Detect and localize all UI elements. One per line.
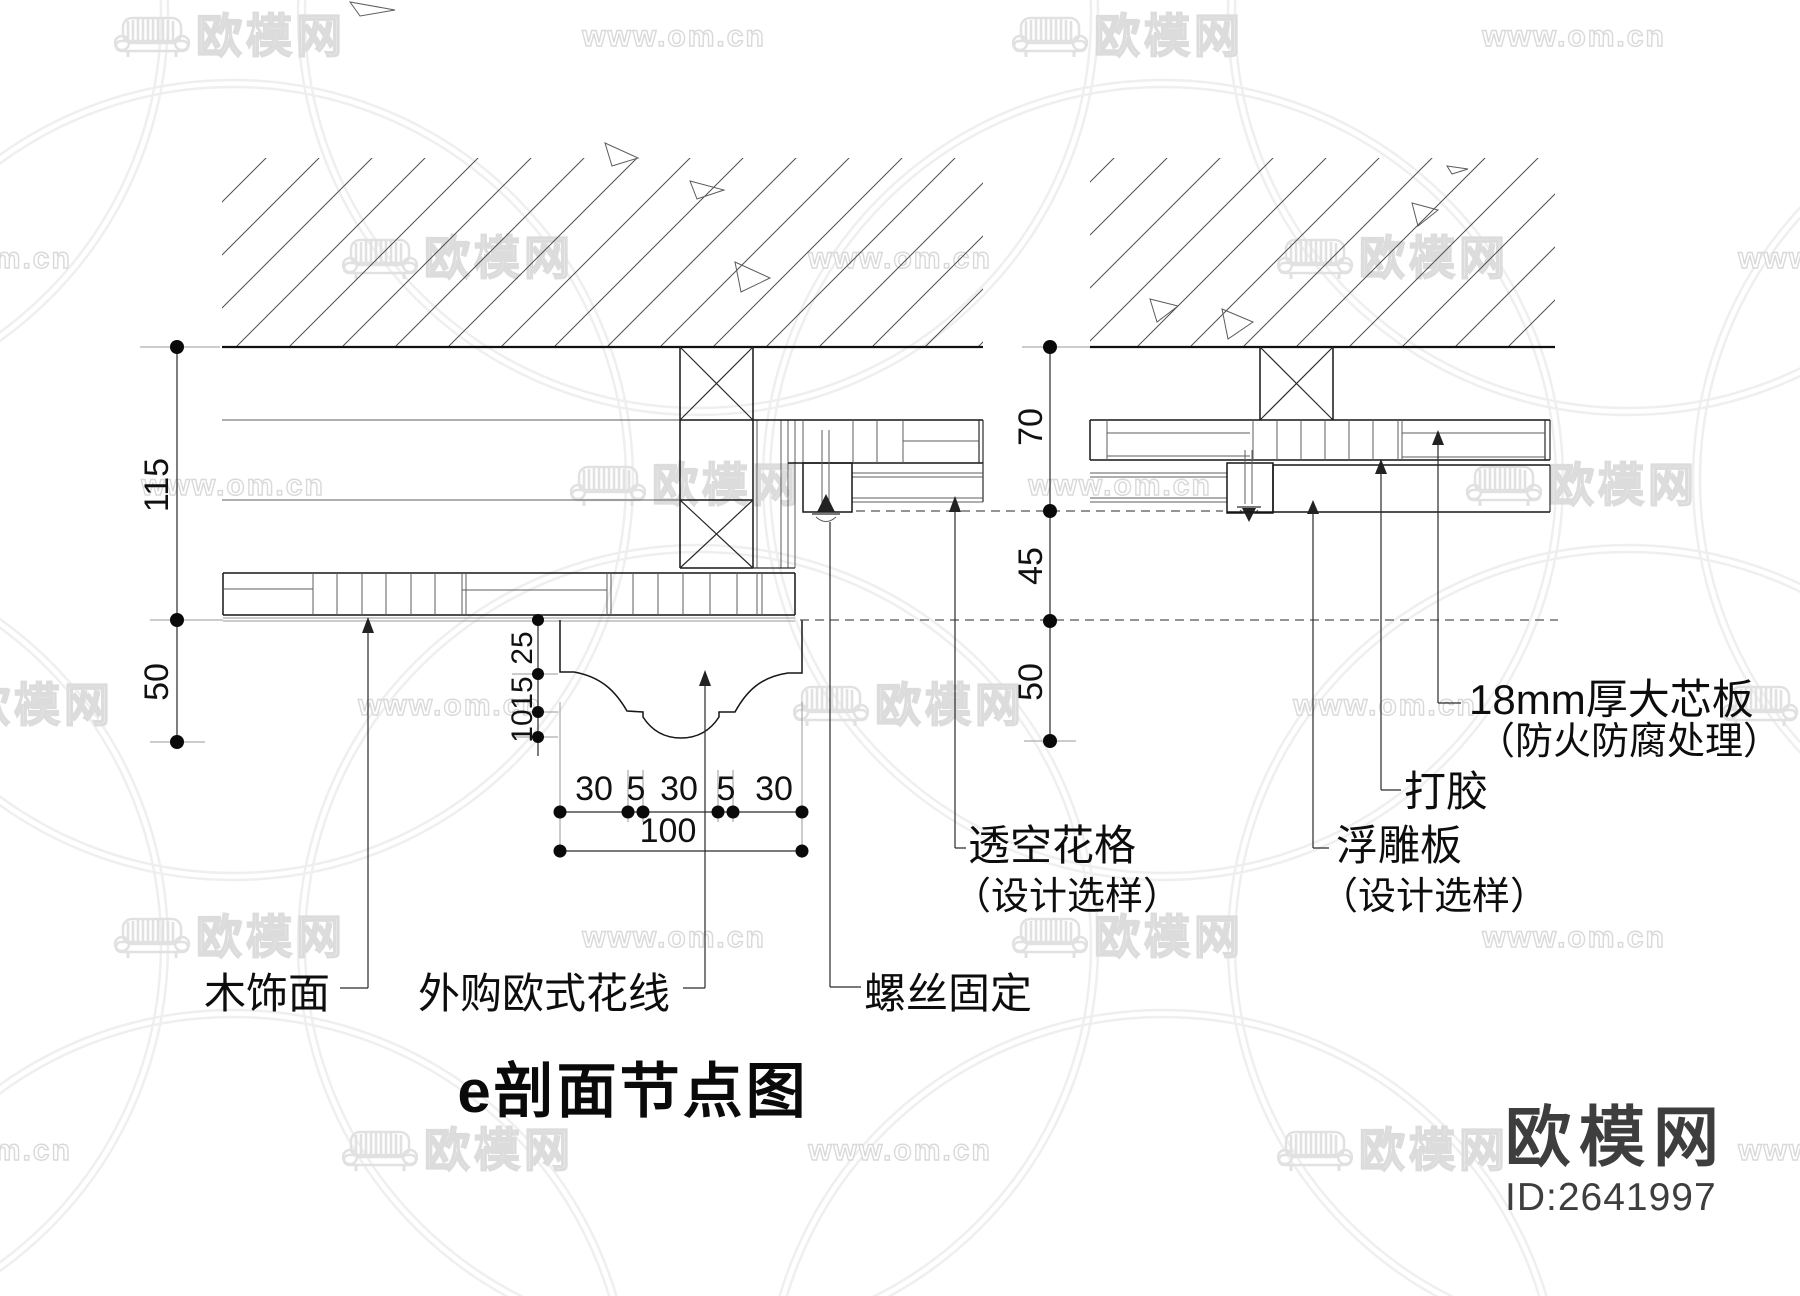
dim-15: 15 <box>506 676 539 709</box>
dim-5-b: 5 <box>717 770 736 808</box>
moulding-profile <box>559 620 803 739</box>
upper-shelf-left <box>753 419 984 502</box>
right-section-geometry <box>1089 158 1555 522</box>
watermark-brand: 欧模网 <box>875 679 1025 731</box>
sofa-icon <box>115 18 189 57</box>
label-lattice-note: （设计选样） <box>953 876 1181 918</box>
drawing-title: e剖面节点图 <box>457 1058 808 1125</box>
watermark-url: www.om.cn <box>1737 242 1800 275</box>
sofa-icon <box>1013 18 1087 57</box>
watermark-url: www.om.cn <box>807 1134 992 1167</box>
sofa-icon <box>1467 467 1541 506</box>
watermark-brand: 欧模网 <box>196 10 346 62</box>
dim-25: 25 <box>506 631 539 664</box>
slab-hatch-left <box>222 158 983 346</box>
watermark-row-4: 欧模网 www.om.cn 欧模网 www.om.cn <box>0 678 1797 732</box>
dim-30-c: 30 <box>755 770 793 808</box>
label-relief-board: 浮雕板 <box>1336 822 1462 869</box>
watermark-url: www.om.cn <box>581 921 766 954</box>
screw-bracket-left <box>802 430 853 522</box>
watermark-brand: 欧模网 <box>424 1124 574 1176</box>
dim-50-right: 50 <box>1012 663 1050 701</box>
dim-100: 100 <box>640 812 697 850</box>
site-logo-id: ID:2641997 <box>1505 1176 1717 1219</box>
watermark-brand: 欧模网 <box>1094 911 1244 963</box>
watermark-url: www.om.cn <box>581 20 766 53</box>
sofa-icon <box>1278 1132 1352 1171</box>
wood-blocking-left <box>679 346 754 569</box>
dim-115: 115 <box>138 458 176 512</box>
watermark-url: www.om.cn <box>0 1134 72 1167</box>
watermark-url: www.om.cn <box>0 242 72 275</box>
dimension-right-chain: 70 45 50 <box>1012 340 1090 748</box>
core-board-band <box>1089 419 1551 461</box>
label-core-board-note: （防火防腐处理） <box>1477 721 1781 763</box>
veneer-band-left <box>222 572 796 622</box>
label-lattice: 透空花格 <box>968 822 1136 869</box>
dim-50-left: 50 <box>138 663 176 701</box>
aggregate-triangles-right <box>1149 165 1469 340</box>
label-glue: 打胶 <box>1404 768 1488 815</box>
dim-70: 70 <box>1012 408 1050 446</box>
watermark-row-6: www.om.cn 欧模网 www.om.cn 欧模网 www.om.cn <box>0 1123 1800 1177</box>
watermark-url: www.om.cn <box>1737 1134 1800 1167</box>
label-wood-finish: 木饰面 <box>204 970 330 1017</box>
sofa-icon <box>115 919 189 958</box>
dim-10: 10 <box>506 709 539 742</box>
watermark-url: www.om.cn <box>1481 20 1666 53</box>
dimension-small-chain: 25 15 10 <box>506 614 558 756</box>
aggregate-triangles-left <box>348 1 772 293</box>
label-relief-note: （设计选样） <box>1320 876 1548 918</box>
watermark-brand: 欧模网 <box>1548 459 1698 511</box>
site-logo-brand: 欧模网 <box>1505 1100 1727 1174</box>
watermark-url: www.om.cn <box>1481 921 1666 954</box>
left-section-geometry <box>222 1 984 739</box>
watermark-url: www.om.cn <box>357 689 542 722</box>
sofa-icon <box>794 687 868 726</box>
slab-hatch-right <box>1090 158 1555 346</box>
dim-45: 45 <box>1012 547 1050 585</box>
dashed-level-lines <box>800 510 1558 621</box>
dim-30-a: 30 <box>575 770 613 808</box>
dimension-horizontal-chain: 30 5 30 5 30 100 <box>553 702 809 858</box>
watermark-url: www.om.cn <box>140 469 325 502</box>
watermark-brand: 欧模网 <box>1094 10 1244 62</box>
watermark-row-5: 欧模网 www.om.cn 欧模网 www.om.cn <box>115 910 1666 964</box>
watermark-url: www.om.cn <box>1027 469 1212 502</box>
watermark-brand: 欧模网 <box>1359 1124 1509 1176</box>
watermark-brand: 欧模网 <box>652 459 802 511</box>
watermark-row-3: www.om.cn 欧模网 www.om.cn 欧模网 <box>140 458 1698 512</box>
screw-bracket-right <box>1226 450 1274 522</box>
watermark-row-1: 欧模网 www.om.cn 欧模网 www.om.cn <box>115 9 1666 63</box>
watermark-url: www.om.cn <box>1292 689 1477 722</box>
dim-30-b: 30 <box>660 770 698 808</box>
sofa-icon <box>1013 919 1087 958</box>
site-logo: 欧模网 ID:2641997 <box>1505 1104 1727 1217</box>
label-moulding: 外购欧式花线 <box>418 970 670 1017</box>
dimension-left-chain: 115 50 <box>138 340 223 749</box>
label-screw-fixing: 螺丝固定 <box>864 970 1032 1017</box>
dim-5-a: 5 <box>627 770 646 808</box>
leader-lines <box>340 430 1461 989</box>
wood-blocking-right <box>1259 346 1334 421</box>
relief-board <box>1227 464 1551 513</box>
watermark-brand: 欧模网 <box>0 679 114 731</box>
watermark-brand: 欧模网 <box>196 911 346 963</box>
sofa-icon <box>343 1132 417 1171</box>
label-core-board: 18mm厚大芯板 <box>1469 676 1754 723</box>
